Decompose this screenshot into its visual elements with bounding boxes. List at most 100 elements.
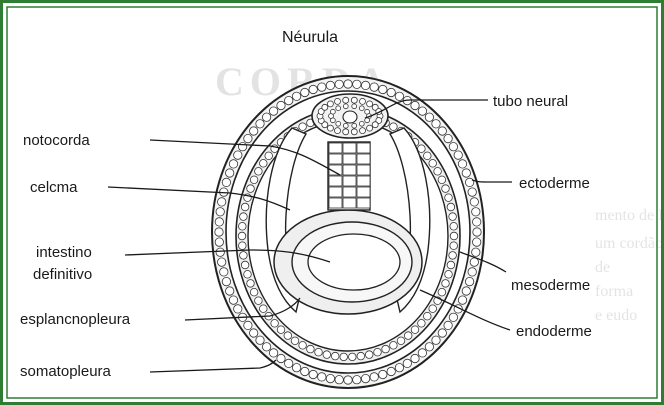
cell <box>418 349 426 357</box>
cell <box>387 367 395 375</box>
cell <box>395 92 403 100</box>
cell <box>465 277 473 285</box>
cell <box>244 134 252 142</box>
cell <box>256 336 264 344</box>
cell <box>326 374 334 382</box>
cell <box>438 329 446 337</box>
cell <box>468 188 476 196</box>
cell <box>390 123 398 131</box>
cell <box>344 80 352 88</box>
cell <box>361 374 369 382</box>
cell <box>432 120 440 128</box>
label-notocorda: notocorda <box>23 132 90 149</box>
cell <box>458 296 466 304</box>
cell <box>265 152 273 160</box>
cell <box>442 280 450 288</box>
diagram-title: Néurula <box>282 29 338 46</box>
bg-line-4: forma <box>595 283 633 300</box>
cell <box>349 353 357 361</box>
cell <box>425 113 433 121</box>
cell <box>382 345 390 353</box>
notochord-cell <box>329 143 342 153</box>
cell <box>445 271 453 279</box>
bg-line-1: mento de Dior de l <box>595 207 664 224</box>
label-ectoderme: ectoderme <box>519 175 590 192</box>
cell <box>335 376 343 384</box>
cell <box>331 352 339 360</box>
notochord-cell <box>343 165 356 175</box>
cell <box>450 242 458 250</box>
cell <box>387 88 395 96</box>
label-celoma: celcma <box>30 179 78 196</box>
cell <box>411 354 419 362</box>
label-endoderme: endoderme <box>516 323 592 340</box>
cell <box>299 342 307 350</box>
cell <box>473 218 481 226</box>
neural-canal <box>343 111 357 123</box>
cell <box>218 198 226 206</box>
cell <box>359 121 364 126</box>
cell <box>357 352 365 360</box>
notochord-cell <box>343 176 356 186</box>
cell <box>449 143 457 151</box>
cell <box>343 104 348 109</box>
gut-lumen <box>308 234 400 290</box>
cell <box>361 81 369 89</box>
cell <box>429 305 437 313</box>
cell <box>327 125 333 131</box>
cell <box>411 101 419 109</box>
cell <box>285 359 293 367</box>
cell <box>285 96 293 104</box>
cell <box>335 98 341 104</box>
cell <box>218 258 226 266</box>
notochord-cell <box>343 198 356 208</box>
cell <box>447 203 455 211</box>
cell <box>315 348 323 356</box>
leader-somatopleura <box>150 360 276 372</box>
label-intestino-2: definitivo <box>33 266 92 283</box>
cell <box>449 252 457 260</box>
cell <box>216 248 224 256</box>
cell <box>367 101 373 107</box>
label-intestino-1: intestino <box>36 244 92 261</box>
cell <box>322 104 328 110</box>
cell <box>222 277 230 285</box>
cell <box>418 145 426 153</box>
cell <box>262 113 270 121</box>
cell <box>473 228 481 236</box>
cell <box>271 320 279 328</box>
cell <box>229 160 237 168</box>
cell <box>374 348 382 356</box>
cell <box>277 354 285 362</box>
cell <box>241 203 249 211</box>
cell <box>269 349 277 357</box>
cell <box>244 271 252 279</box>
cell <box>336 106 341 111</box>
notochord-cell <box>329 176 342 186</box>
cell <box>292 92 300 100</box>
cell <box>418 320 426 328</box>
cell <box>438 288 446 296</box>
cell <box>241 261 249 269</box>
cell <box>222 178 230 186</box>
cell <box>444 134 452 142</box>
cell <box>250 329 258 337</box>
cell <box>269 107 277 115</box>
notochord-cell <box>357 198 370 208</box>
cell <box>390 342 398 350</box>
bg-line-3: de <box>595 259 610 276</box>
notochord-cell <box>329 198 342 208</box>
cell <box>327 101 333 107</box>
cell <box>343 123 348 128</box>
cell <box>372 122 378 128</box>
cell <box>447 261 455 269</box>
cell <box>260 305 268 313</box>
cell <box>277 101 285 109</box>
cell <box>309 85 317 93</box>
cell <box>318 373 326 381</box>
cell <box>215 228 223 236</box>
cell <box>299 123 307 131</box>
cell <box>340 353 348 361</box>
cell <box>445 194 453 202</box>
